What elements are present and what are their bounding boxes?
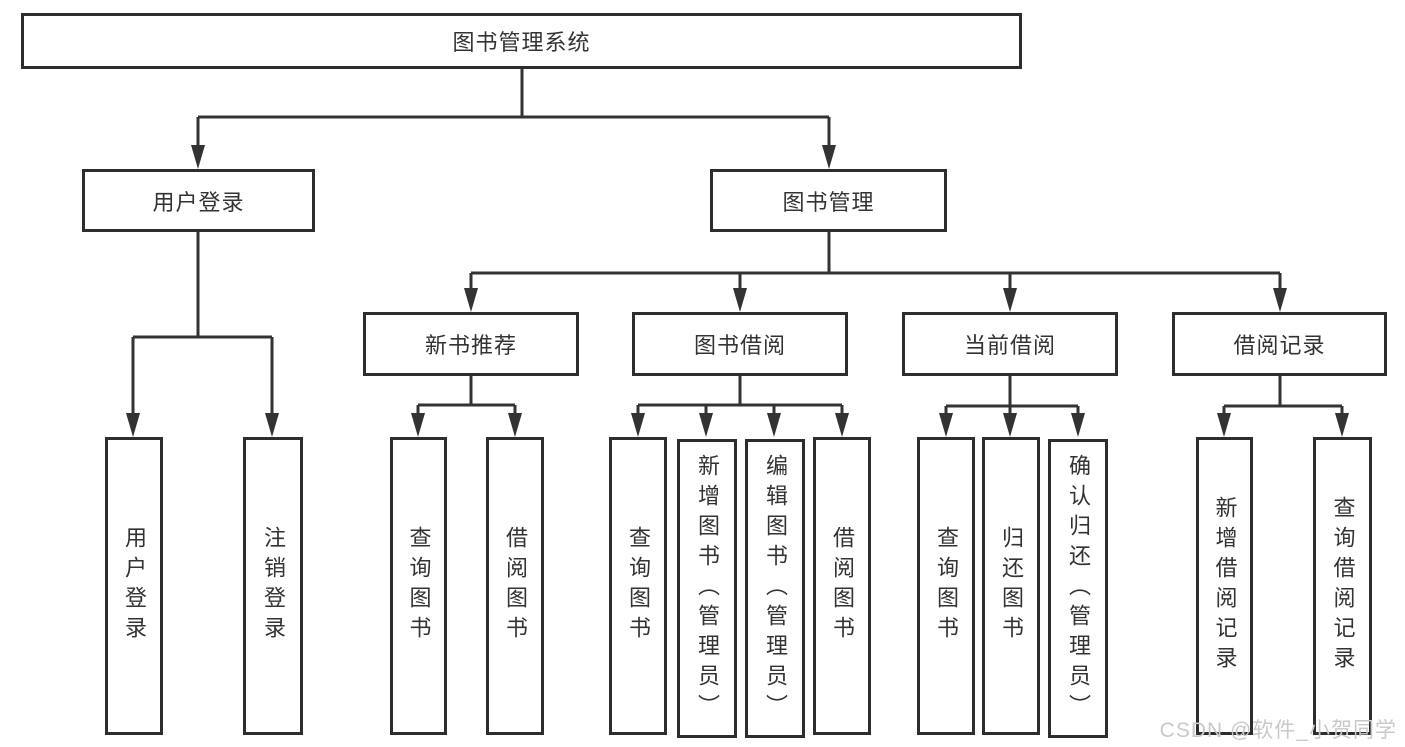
- leaf-return-books: 归还图书: [982, 437, 1040, 735]
- leaf-confirm-return-admin-label: 确认归还（管理员）: [1066, 453, 1091, 724]
- connector-stems: [131, 69, 1344, 415]
- leaf-query-books-borrowing: 查询图书: [609, 437, 667, 735]
- leaf-query-books-current: 查询图书: [917, 437, 975, 735]
- leaf-query-borrow-record-label: 查询借阅记录: [1330, 496, 1356, 676]
- node-book-borrowing: 图书借阅: [632, 312, 848, 376]
- node-current-borrowing-label: 当前借阅: [963, 333, 1056, 358]
- node-new-book-recommend-label: 新书推荐: [424, 333, 517, 358]
- connector-arrowheads: [126, 145, 1349, 437]
- node-borrowing-records-label: 借阅记录: [1233, 333, 1326, 358]
- leaf-add-books-admin-label: 新增图书（管理员）: [695, 453, 720, 724]
- leaf-borrow-books-recommend-label: 借阅图书: [503, 526, 528, 646]
- leaf-borrow-books-borrowing: 借阅图书: [813, 437, 871, 735]
- leaf-return-books-label: 归还图书: [999, 526, 1024, 646]
- node-user-login-module-label: 用户登录: [152, 189, 245, 215]
- leaf-edit-books-admin: 编辑图书（管理员）: [745, 439, 805, 738]
- node-root-system-label: 图书管理系统: [452, 30, 591, 55]
- leaf-query-borrow-record: 查询借阅记录: [1313, 437, 1372, 735]
- leaf-edit-books-admin-label: 编辑图书（管理员）: [763, 453, 788, 724]
- leaf-user-login: 用户登录: [105, 437, 163, 735]
- node-current-borrowing: 当前借阅: [902, 312, 1118, 376]
- csdn-watermark: CSDN @软件_小贺同学: [1159, 719, 1397, 742]
- leaf-borrow-books-recommend: 借阅图书: [486, 437, 544, 735]
- leaf-user-login-label: 用户登录: [122, 526, 147, 646]
- leaf-query-books-recommend: 查询图书: [390, 437, 447, 735]
- node-borrowing-records: 借阅记录: [1172, 312, 1387, 376]
- node-new-book-recommend: 新书推荐: [363, 312, 579, 376]
- node-user-login-module: 用户登录: [82, 169, 315, 232]
- node-book-borrowing-label: 图书借阅: [693, 333, 786, 358]
- leaf-add-books-admin: 新增图书（管理员）: [677, 439, 737, 738]
- node-book-management-module-label: 图书管理: [782, 189, 875, 215]
- leaf-query-books-current-label: 查询图书: [934, 526, 959, 646]
- leaf-logout-label: 注销登录: [261, 526, 286, 646]
- leaf-query-books-borrowing-label: 查询图书: [626, 526, 651, 646]
- leaf-confirm-return-admin: 确认归还（管理员）: [1048, 439, 1108, 738]
- leaf-add-borrow-record-label: 新增借阅记录: [1212, 496, 1238, 676]
- node-book-management-module: 图书管理: [710, 169, 947, 232]
- leaf-query-books-recommend-label: 查询图书: [406, 526, 432, 646]
- leaf-logout: 注销登录: [243, 437, 303, 735]
- leaf-add-borrow-record: 新增借阅记录: [1196, 437, 1253, 735]
- leaf-borrow-books-borrowing-label: 借阅图书: [830, 526, 855, 646]
- node-root-system: 图书管理系统: [21, 13, 1022, 69]
